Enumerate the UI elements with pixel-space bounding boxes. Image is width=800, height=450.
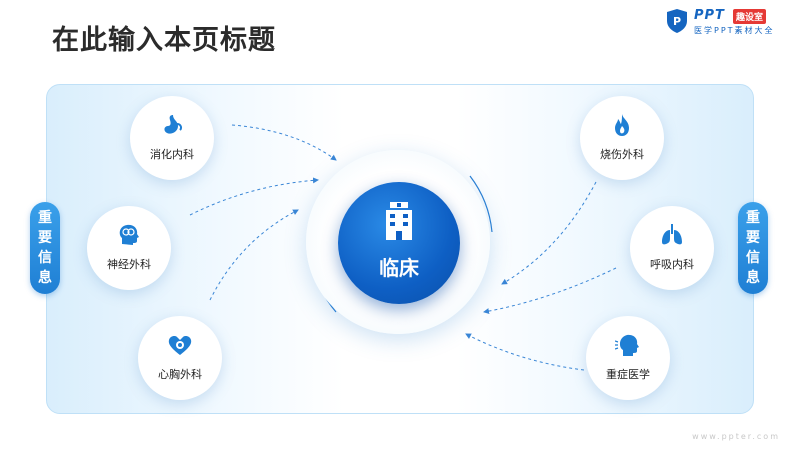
- hub-label: 临床: [379, 256, 419, 280]
- flame-icon: [615, 114, 629, 136]
- dept-label: 烧伤外科: [600, 148, 644, 161]
- dept-label: 重症医学: [606, 368, 650, 381]
- side-tab-left: 重 要 信 息: [30, 202, 60, 294]
- shield-logo-icon: P: [667, 9, 687, 33]
- hub-clinical: 临床: [338, 182, 460, 304]
- connector-critical-care: [465, 333, 585, 371]
- connector-respiratory: [483, 267, 617, 315]
- connector-digestive: [231, 124, 337, 161]
- head-profile-icon: [615, 334, 639, 356]
- brand-tag: 趣设室: [733, 9, 767, 24]
- stomach-icon: [164, 115, 182, 134]
- connector-burns: [501, 181, 597, 285]
- dept-label: 神经外科: [107, 258, 151, 271]
- dept-critical-care: 重症医学: [586, 316, 670, 400]
- lungs-icon: [662, 224, 682, 245]
- heart-icon: [168, 336, 192, 355]
- dept-label: 心胸外科: [158, 368, 202, 381]
- dept-cardiothoracic: 心胸外科: [138, 316, 222, 400]
- connector-cardiothoracic: [209, 209, 299, 301]
- brand-subtitle: 医学PPT素材大全: [694, 26, 775, 35]
- brain-head-icon: [119, 224, 139, 245]
- dept-neurology: 神经外科: [87, 206, 171, 290]
- brand-logo: P PPT 趣设室 医学PPT素材大全: [666, 8, 786, 38]
- dept-burns: 烧伤外科: [580, 96, 664, 180]
- page-title: 在此输入本页标题: [52, 25, 276, 56]
- dept-respiratory: 呼吸内科: [630, 206, 714, 290]
- svg-text:P: P: [673, 15, 681, 28]
- hospital-building-icon: [386, 202, 412, 240]
- dept-label: 消化内科: [150, 148, 194, 161]
- brand-name: PPT: [694, 8, 725, 23]
- side-tab-right: 重 要 信 息: [738, 202, 768, 294]
- connector-neurology: [189, 177, 319, 216]
- footer-url: www.ppter.com: [692, 432, 780, 441]
- dept-digestive: 消化内科: [130, 96, 214, 180]
- hub-orbit-arc-right: [469, 175, 493, 233]
- dept-label: 呼吸内科: [650, 258, 694, 271]
